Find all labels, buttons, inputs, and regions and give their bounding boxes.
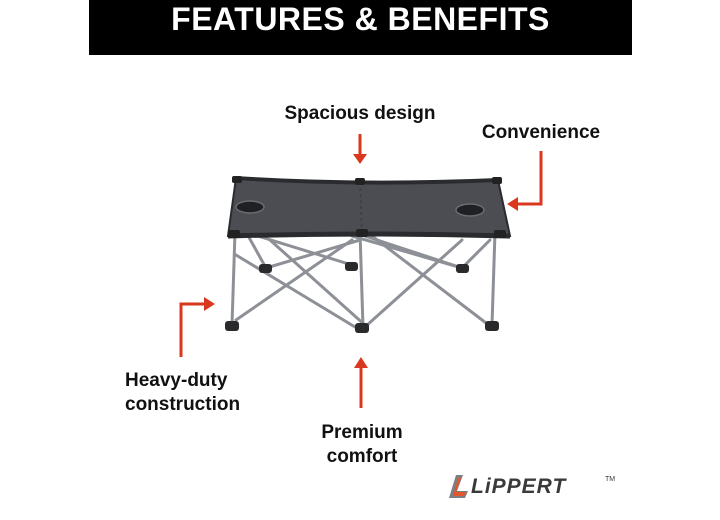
callout-label: Convenience [481,122,601,143]
brand-logo-trademark: TM [605,476,616,483]
header-title: FEATURES & BENEFITS [171,1,550,37]
callout-label: Spacious design [284,103,436,124]
cup-holder-left [235,200,265,214]
arrow-icon [179,134,543,408]
bench-seat [226,176,512,239]
brand-logo: LiPPERT TM [447,474,617,500]
callout-heavy-duty-construction: Heavy-duty construction [125,369,265,417]
cup-holder-right [455,203,485,217]
lippert-l-mark-icon [449,475,468,498]
callout-label-line1: Premium [321,422,403,443]
callout-premium-comfort: Premium comfort [306,421,418,469]
callout-label-line1: Heavy-duty [125,370,228,391]
bench-frame [230,230,497,332]
callout-label-line2: construction [125,394,241,415]
header-banner: FEATURES & BENEFITS [89,0,632,55]
callout-convenience: Convenience [466,121,616,145]
bench-feet [225,262,499,333]
callout-spacious-design: Spacious design [270,102,450,126]
brand-logo-text: LiPPERT [471,475,567,498]
callout-label-line2: comfort [326,446,398,467]
